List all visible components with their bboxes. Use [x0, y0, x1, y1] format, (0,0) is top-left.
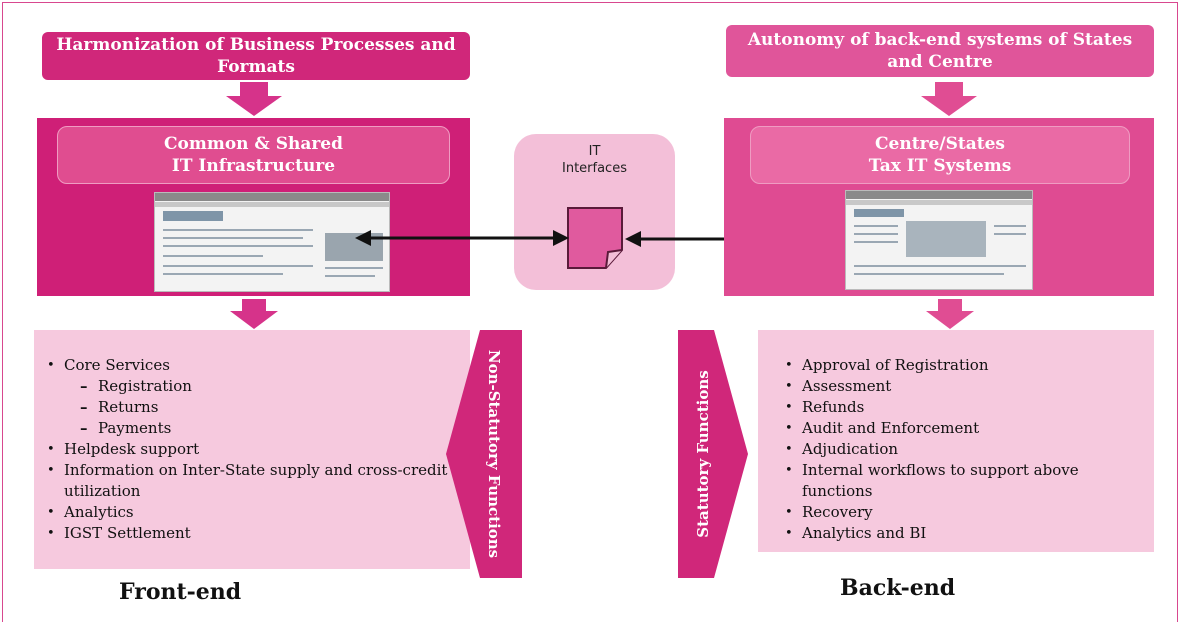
right-panel-title: Centre/States Tax IT Systems — [750, 126, 1130, 184]
back-end-label: Back-end — [840, 575, 956, 601]
list-item: Internal workflows to support above func… — [778, 460, 1144, 502]
left-title-line1: Common & Shared — [163, 134, 344, 154]
list-item: IGST Settlement — [40, 523, 460, 544]
double-arrow-left — [355, 230, 569, 246]
right-it-panel: Centre/States Tax IT Systems — [724, 118, 1154, 296]
right-title-line2: Tax IT Systems — [868, 156, 1012, 176]
left-title-line2: IT Infrastructure — [171, 156, 336, 176]
front-end-label: Front-end — [119, 579, 242, 605]
list-item: Analytics and BI — [778, 523, 1144, 544]
left-items: Core Services Registration Returns Payme… — [40, 355, 460, 544]
right-down-arrow-bottom — [926, 299, 974, 329]
right-portal-screenshot — [845, 190, 1033, 290]
list-item: Refunds — [778, 397, 1144, 418]
list-item: Adjudication — [778, 439, 1144, 460]
right-banner: Autonomy of back-end systems of States a… — [726, 25, 1154, 77]
left-functions-list: Core Services Registration Returns Payme… — [34, 330, 470, 569]
left-panel-title: Common & Shared IT Infrastructure — [57, 126, 450, 184]
left-banner: Harmonization of Business Processes and … — [42, 32, 470, 80]
left-it-panel: Common & Shared IT Infrastructure — [37, 118, 470, 296]
list-item: Returns — [40, 397, 460, 418]
list-item: Information on Inter-State supply and cr… — [40, 460, 460, 502]
statutory-chevron — [678, 330, 748, 578]
left-banner-text: Harmonization of Business Processes and … — [56, 35, 456, 77]
list-item: Payments — [40, 418, 460, 439]
list-item: Core Services — [40, 355, 460, 376]
right-functions-list: Approval of Registration Assessment Refu… — [758, 330, 1154, 552]
right-items: Approval of Registration Assessment Refu… — [778, 355, 1144, 544]
list-item: Helpdesk support — [40, 439, 460, 460]
non-statutory-label: Non-Statutory Functions — [485, 349, 503, 559]
note-icon — [567, 207, 623, 269]
list-item: Registration — [40, 376, 460, 397]
left-down-arrow-top — [226, 82, 282, 116]
it-interfaces-label: IT Interfaces — [562, 144, 627, 176]
list-item: Recovery — [778, 502, 1144, 523]
right-down-arrow-top — [921, 82, 977, 116]
list-item: Analytics — [40, 502, 460, 523]
non-statutory-chevron — [446, 330, 522, 578]
list-item: Approval of Registration — [778, 355, 1144, 376]
left-down-arrow-bottom — [230, 299, 278, 329]
statutory-label: Statutory Functions — [694, 370, 712, 538]
left-portal-screenshot — [154, 192, 390, 292]
list-item: Assessment — [778, 376, 1144, 397]
list-item: Audit and Enforcement — [778, 418, 1144, 439]
right-title-line1: Centre/States — [875, 134, 1005, 154]
right-banner-text: Autonomy of back-end systems of States a… — [747, 30, 1133, 72]
